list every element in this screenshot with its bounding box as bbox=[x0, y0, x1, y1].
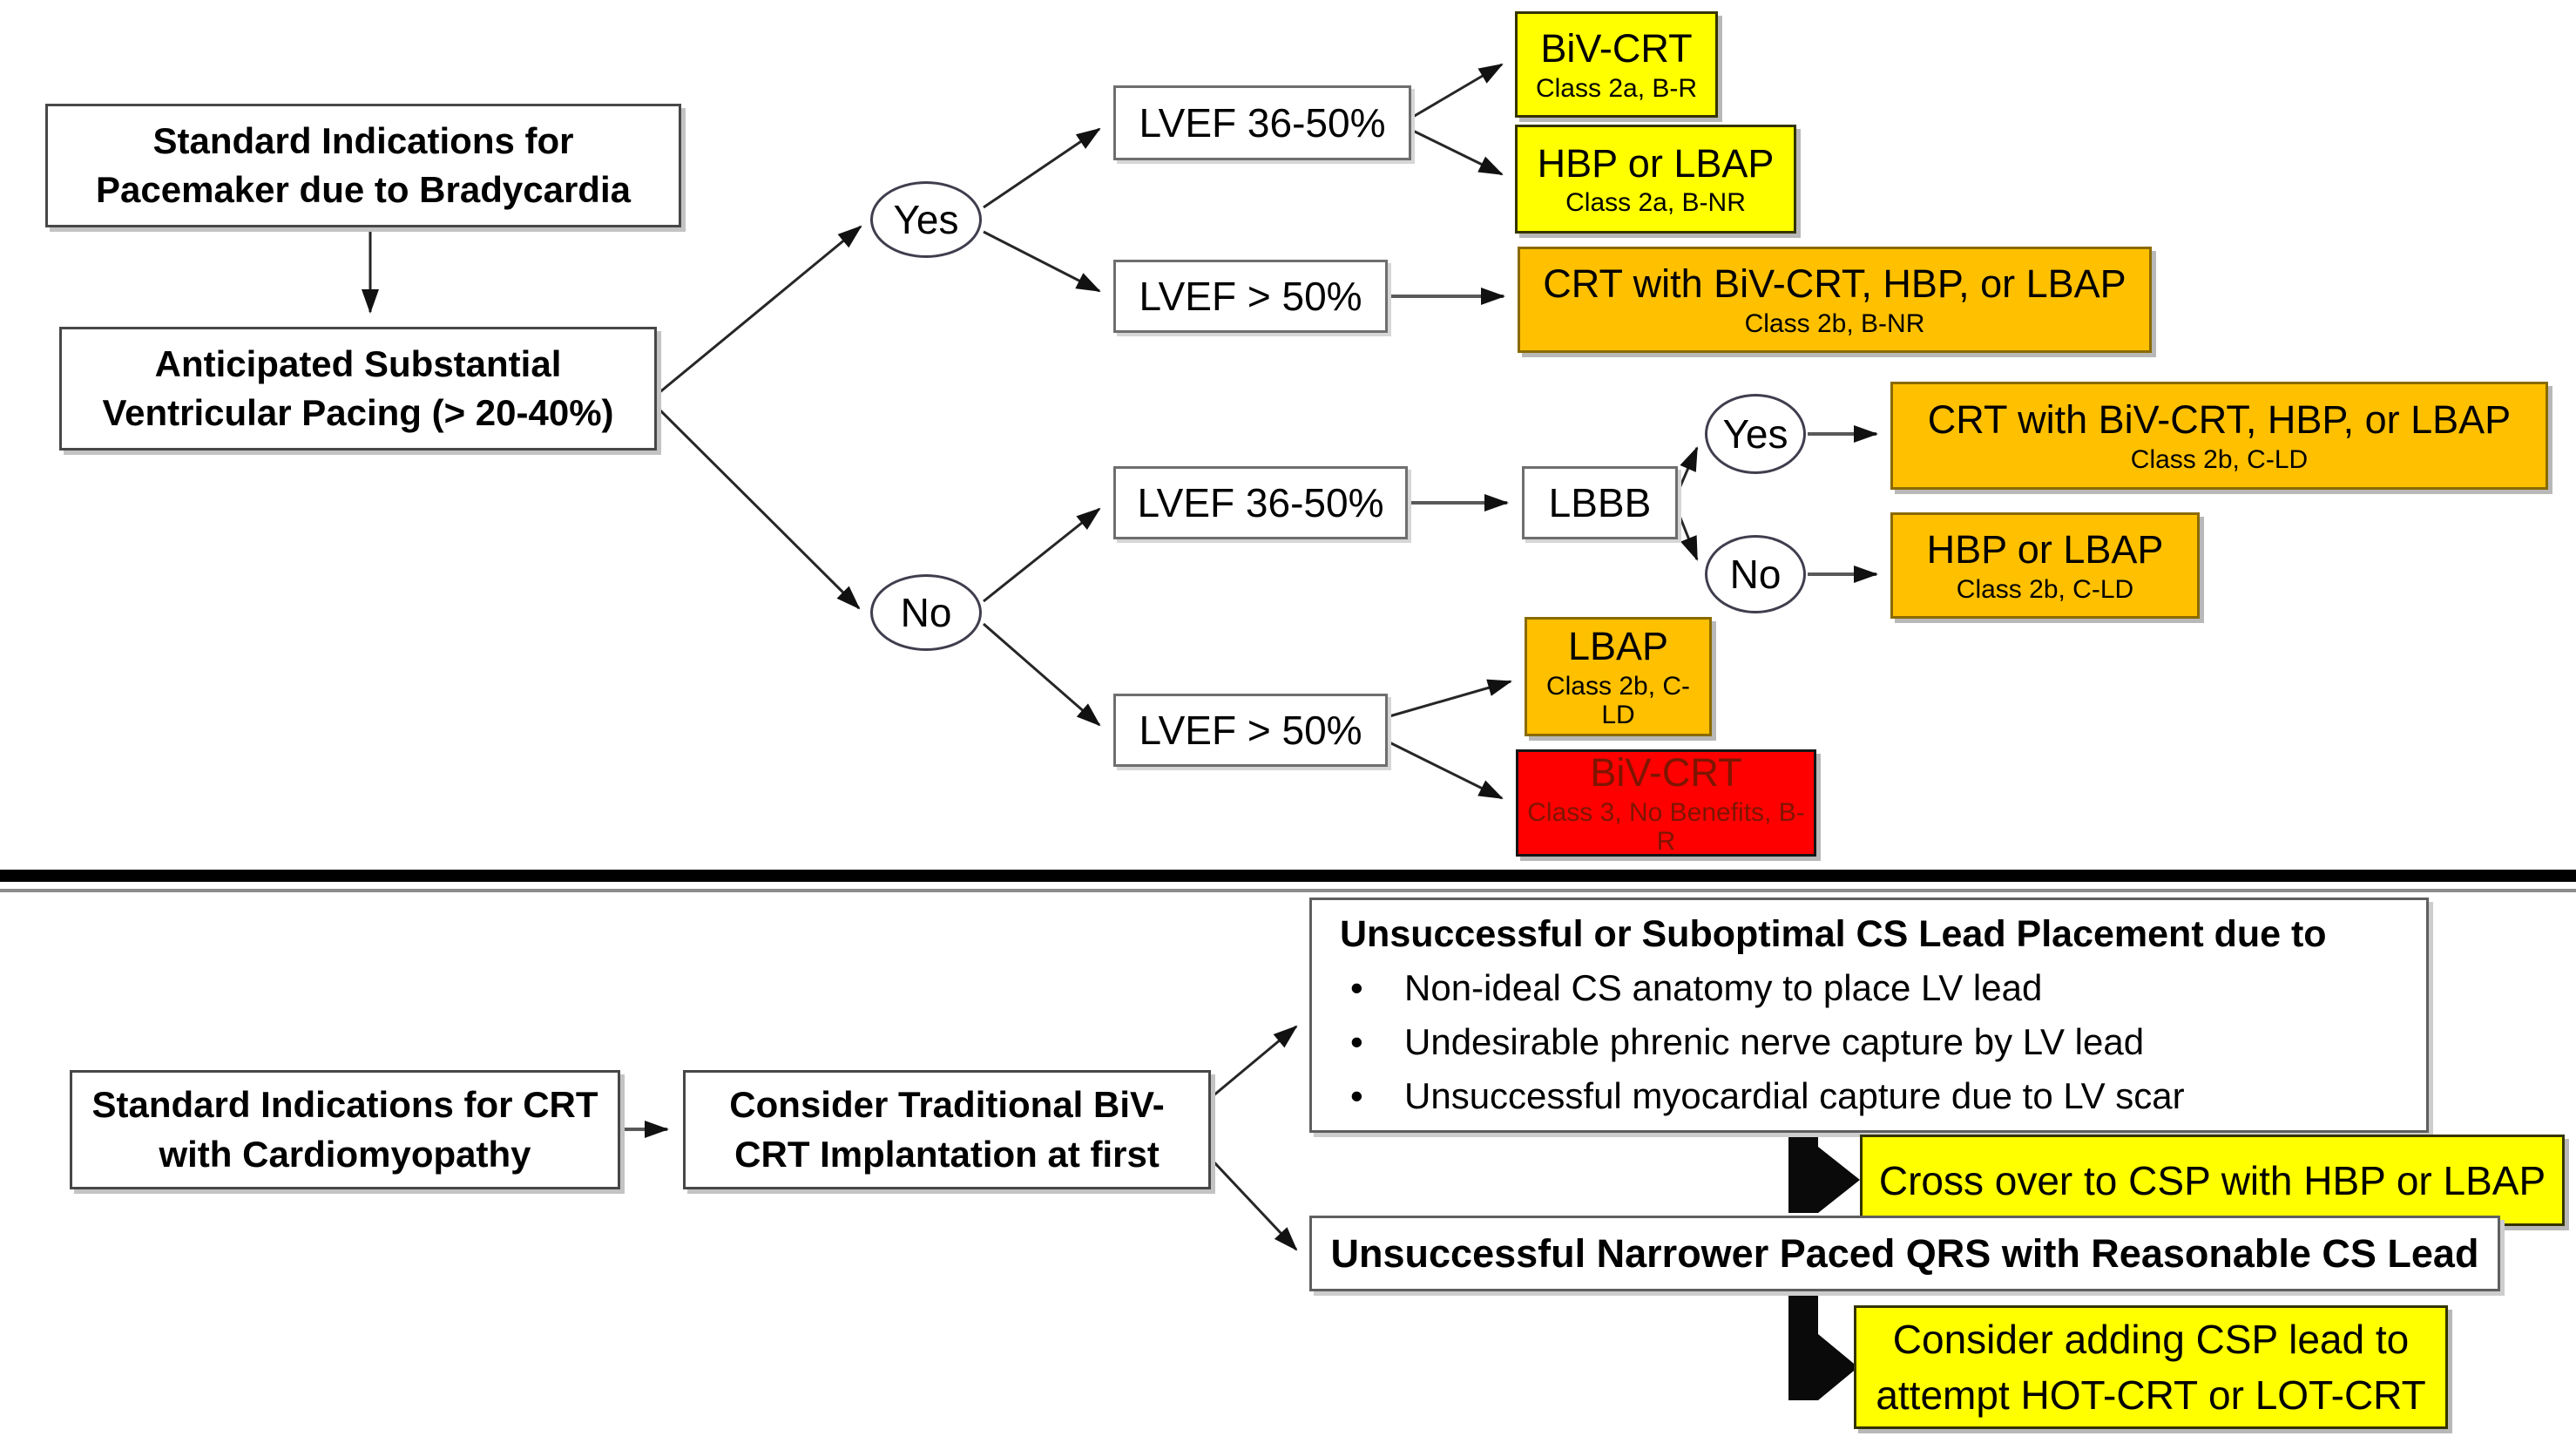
lbbb-box: LBBB bbox=[1522, 466, 1678, 539]
arrow-avp-to-no1 bbox=[656, 406, 861, 610]
elbow-arrow-2 bbox=[1788, 1291, 1858, 1400]
anticipated-pacing-label: Anticipated Substantial Ventricular Paci… bbox=[102, 342, 614, 433]
add-csp-box: Consider adding CSP lead to attempt HOT-… bbox=[1854, 1305, 2448, 1429]
yes-ellipse-2: Yes bbox=[1705, 394, 1806, 474]
lvef-36-50-box-2: LVEF 36-50% bbox=[1113, 466, 1408, 539]
outcome-hbp-lbap-2b-cld: HBP or LBAP Class 2b, C-LD bbox=[1890, 512, 2200, 619]
outcome-subtitle: Class 2b, C-LD bbox=[2130, 444, 2309, 474]
lvef-36-50-label-1: LVEF 36-50% bbox=[1139, 100, 1386, 146]
lvef-gt50-label-2: LVEF > 50% bbox=[1139, 708, 1362, 753]
lvef-gt50-box-2: LVEF > 50% bbox=[1113, 694, 1388, 767]
arrow-lvef3650a-to-bivcrt2a bbox=[1412, 63, 1504, 119]
outcome-lbap-2b-cld: LBAP Class 2b, C-LD bbox=[1525, 617, 1712, 736]
bullet-text: Undesirable phrenic nerve capture by LV … bbox=[1404, 1021, 2145, 1062]
outcome-title: CRT with BiV-CRT, HBP, or LBAP bbox=[1543, 261, 2126, 307]
outcome-subtitle: Class 2a, B-R bbox=[1535, 73, 1698, 103]
outcome-title: BiV-CRT bbox=[1590, 750, 1742, 796]
outcome-title: CRT with BiV-CRT, HBP, or LBAP bbox=[1927, 397, 2512, 443]
start-pacemaker-box: Standard Indications for Pacemaker due t… bbox=[45, 104, 681, 227]
cs-lead-issues-heading: Unsuccessful or Suboptimal CS Lead Place… bbox=[1340, 913, 2327, 955]
outcome-subtitle: Class 2b, C-LD bbox=[1956, 574, 2134, 604]
crossover-csp-box: Cross over to CSP with HBP or LBAP bbox=[1860, 1135, 2565, 1226]
bullet-icon: • bbox=[1350, 967, 1363, 1008]
outcome-subtitle: Class 2a, B-NR bbox=[1565, 188, 1746, 218]
yes-label-2: Yes bbox=[1722, 411, 1788, 457]
bullet-icon: • bbox=[1350, 1075, 1363, 1116]
start-pacemaker-label: Standard Indications for Pacemaker due t… bbox=[96, 119, 631, 210]
outcome-title: HBP or LBAP bbox=[1537, 140, 1775, 186]
arrow-avp-to-yes1 bbox=[657, 225, 862, 396]
cs-lead-issues-box: Unsuccessful or Suboptimal CS Lead Place… bbox=[1309, 898, 2429, 1133]
anticipated-pacing-box: Anticipated Substantial Ventricular Paci… bbox=[59, 327, 657, 451]
start-crt-label: Standard Indications for CRT with Cardio… bbox=[91, 1084, 598, 1175]
outcome-title: HBP or LBAP bbox=[1926, 527, 2164, 572]
arrow-lbbb-to-no2 bbox=[1678, 515, 1699, 561]
no-label-1: No bbox=[900, 590, 952, 635]
outcome-title: BiV-CRT bbox=[1540, 26, 1693, 71]
section-divider bbox=[0, 870, 2576, 882]
bullet-text: Unsuccessful myocardial capture due to L… bbox=[1404, 1075, 2185, 1116]
outcome-biv-crt-class3: BiV-CRT Class 3, No Benefits, B-R bbox=[1516, 749, 1816, 857]
outcome-crt-2b-bnr: CRT with BiV-CRT, HBP, or LBAP Class 2b,… bbox=[1518, 247, 2152, 353]
narrow-qrs-box: Unsuccessful Narrower Paced QRS with Rea… bbox=[1309, 1216, 2500, 1291]
outcome-subtitle: Class 2b, C-LD bbox=[1545, 671, 1691, 729]
lbbb-label: LBBB bbox=[1548, 480, 1652, 525]
outcome-crt-2b-cld: CRT with BiV-CRT, HBP, or LBAP Class 2b,… bbox=[1890, 382, 2548, 490]
consider-biv-box: Consider Traditional BiV-CRT Implantatio… bbox=[683, 1070, 1211, 1189]
list-item: • Unsuccessful myocardial capture due to… bbox=[1335, 1069, 2185, 1123]
arrow-lvef50b-to-bivcrt3 bbox=[1389, 741, 1504, 800]
arrow-yes1-to-lvef3650a bbox=[983, 127, 1101, 209]
arrow-lvef50b-to-lbap bbox=[1389, 679, 1512, 718]
yes-ellipse-1: Yes bbox=[870, 181, 982, 258]
arrow-yes1-to-lvef50a bbox=[983, 230, 1101, 293]
arrow-no1-to-lvef50b bbox=[983, 622, 1101, 727]
list-item: • Undesirable phrenic nerve capture by L… bbox=[1335, 1015, 2144, 1069]
outcome-subtitle: Class 2b, B-NR bbox=[1744, 308, 1925, 338]
no-ellipse-2: No bbox=[1705, 535, 1806, 613]
no-ellipse-1: No bbox=[870, 574, 982, 651]
lvef-gt50-box-1: LVEF > 50% bbox=[1113, 260, 1388, 333]
lvef-gt50-label-1: LVEF > 50% bbox=[1139, 274, 1362, 319]
lvef-36-50-box-1: LVEF 36-50% bbox=[1113, 85, 1411, 160]
outcome-title: LBAP bbox=[1567, 624, 1669, 669]
section-divider-shadow bbox=[0, 889, 2576, 892]
arrow-consider-to-cslead bbox=[1212, 1025, 1298, 1098]
consider-biv-label: Consider Traditional BiV-CRT Implantatio… bbox=[729, 1084, 1165, 1175]
outcome-subtitle: Class 3, No Benefits, B-R bbox=[1527, 797, 1805, 856]
bullet-icon: • bbox=[1350, 1021, 1363, 1062]
lvef-36-50-label-2: LVEF 36-50% bbox=[1137, 480, 1384, 525]
add-csp-label: Consider adding CSP lead to attempt HOT-… bbox=[1876, 1316, 2426, 1418]
yes-label-1: Yes bbox=[893, 197, 959, 242]
outcome-hbp-lbap-2a: HBP or LBAP Class 2a, B-NR bbox=[1515, 125, 1796, 234]
arrow-lvef3650a-to-hbplbap2a bbox=[1412, 129, 1504, 176]
arrow-lbbb-to-yes2 bbox=[1678, 446, 1699, 489]
elbow-arrow-1 bbox=[1788, 1133, 1860, 1213]
outcome-biv-crt-2a: BiV-CRT Class 2a, B-R bbox=[1515, 11, 1718, 118]
arrow-no1-to-lvef3650b bbox=[983, 507, 1101, 603]
bullet-text: Non-ideal CS anatomy to place LV lead bbox=[1404, 967, 2043, 1008]
crossover-csp-label: Cross over to CSP with HBP or LBAP bbox=[1878, 1157, 2546, 1203]
no-label-2: No bbox=[1729, 552, 1782, 597]
start-crt-box: Standard Indications for CRT with Cardio… bbox=[70, 1070, 620, 1189]
list-item: • Non-ideal CS anatomy to place LV lead bbox=[1335, 961, 2042, 1015]
narrow-qrs-label: Unsuccessful Narrower Paced QRS with Rea… bbox=[1330, 1230, 2479, 1276]
arrow-consider-to-narrowqrs bbox=[1211, 1159, 1298, 1251]
